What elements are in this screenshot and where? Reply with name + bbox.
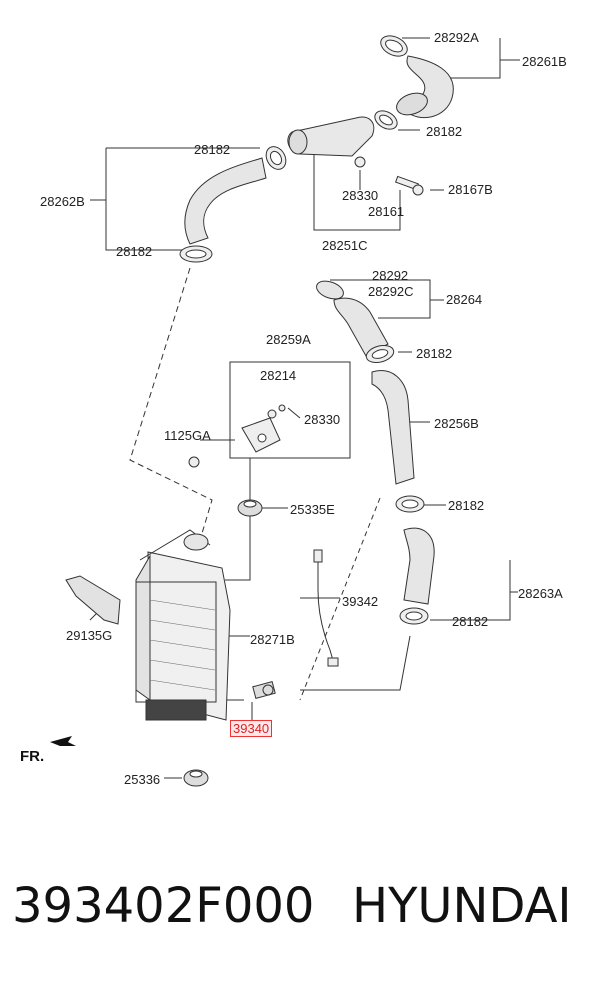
label-1125GA: 1125GA	[164, 428, 211, 443]
label-28259A: 28259A	[266, 332, 311, 347]
sensor-39340	[253, 682, 275, 699]
label-28167B: 28167B	[448, 182, 493, 197]
label-28182-c: 28182	[116, 244, 153, 259]
label-28251C: 28251C	[322, 238, 368, 253]
brand-name: HYUNDAI	[352, 878, 572, 934]
label-28271B: 28271B	[250, 632, 295, 647]
hose-28256B	[372, 371, 414, 484]
label-25335E: 25335E	[290, 502, 335, 517]
diagram-drawing	[50, 0, 600, 860]
front-arrow-icon	[50, 736, 76, 746]
label-28182-d: 28182	[416, 346, 453, 361]
label-28292C: 28292C	[368, 284, 414, 299]
label-28182-f: 28182	[452, 614, 489, 629]
label-28261B: 28261B	[522, 54, 567, 69]
label-28161: 28161	[368, 204, 405, 219]
label-28182-b: 28182	[194, 142, 231, 157]
hose-28263A	[404, 528, 434, 604]
label-28292: 28292	[372, 268, 409, 283]
hose-28264	[314, 278, 388, 356]
bracket-29135G	[66, 576, 120, 624]
pipe-28251C	[288, 117, 374, 156]
hose-28262B	[185, 158, 266, 244]
clamp-28292A	[378, 32, 411, 60]
front-label: FR.	[20, 748, 45, 765]
label-28256B: 28256B	[434, 416, 479, 431]
label-28182-a: 28182	[426, 124, 463, 139]
label-29135G: 29135G	[66, 628, 113, 643]
sensor-wire-39342	[314, 550, 338, 666]
label-28330-a: 28330	[342, 188, 379, 203]
label-28182-e: 28182	[448, 498, 485, 513]
label-28214: 28214	[260, 368, 297, 383]
label-39342: 39342	[342, 594, 379, 609]
part-number: 393402F000	[12, 878, 315, 934]
label-28262B: 28262B	[40, 194, 85, 209]
label-28264: 28264	[446, 292, 483, 307]
hose-28261B	[394, 56, 454, 119]
label-39340-highlight: 39340	[230, 720, 273, 737]
parts-diagram: 28292A 28261B 28182 28182 28262B 28330 2…	[20, 0, 600, 860]
intercooler-28271B	[136, 530, 230, 720]
label-28292A: 28292A	[434, 30, 479, 45]
label-28330-b: 28330	[304, 412, 341, 427]
label-25336: 25336	[124, 772, 161, 787]
label-28263A: 28263A	[518, 586, 563, 601]
